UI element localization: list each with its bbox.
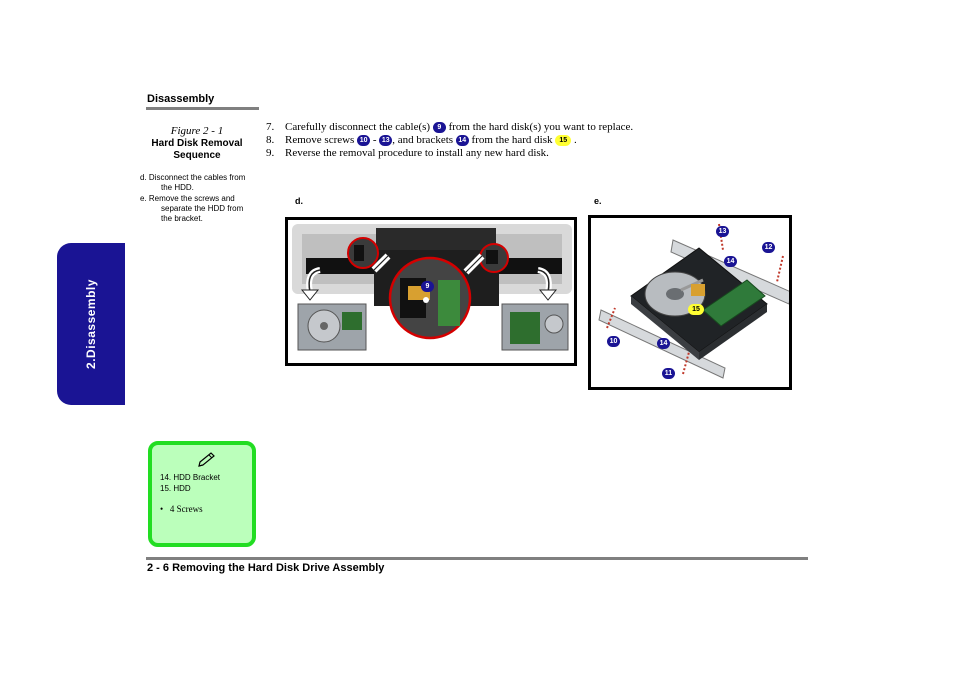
- header-rule: [146, 107, 259, 110]
- step-text: from the hard disk(s) you want to replac…: [445, 121, 634, 133]
- note-bullet-text: 4 Screws: [169, 504, 203, 514]
- photo-d-label: d.: [295, 196, 303, 206]
- figure-note-d: d. Disconnect the cables from the HDD.: [140, 173, 246, 193]
- callout-badge: 13: [379, 134, 393, 146]
- step-text: .: [571, 134, 577, 146]
- note-bullet: • 4 Screws: [160, 504, 203, 514]
- photo-e-callout-11: 11: [662, 368, 675, 379]
- photo-e-callout-13: 13: [716, 226, 729, 237]
- step-7: 7. Carefully disconnect the cable(s) 9 fr…: [266, 121, 633, 134]
- note-box: 14. HDD Bracket 15. HDD • 4 Screws: [148, 441, 256, 547]
- callout-badge-hdd: 15: [555, 134, 572, 146]
- step-text: from the hard disk: [468, 134, 556, 146]
- photo-e-label: e.: [594, 196, 602, 206]
- step-text: Reverse the removal procedure to install…: [285, 147, 549, 159]
- figure-caption: Figure 2 - 1 Hard Disk Removal Sequence: [147, 125, 247, 162]
- step-8: 8. Remove screws 10 - 13, and brackets 14…: [266, 134, 633, 147]
- pencil-icon: [198, 452, 215, 467]
- photo-e-callout-10: 10: [607, 336, 620, 347]
- photo-d-disconnect-cables: 9: [285, 217, 577, 366]
- step-text: Remove screws: [285, 134, 358, 146]
- note-legend-item: 15. HDD: [160, 484, 191, 493]
- note-legend: 14. HDD Bracket 15. HDD: [160, 472, 220, 494]
- photo-e-remove-screws: 13 12 14 15 10 14 11: [588, 215, 792, 390]
- callout-badge: 9: [432, 121, 446, 133]
- section-header: Disassembly: [147, 93, 215, 105]
- callout-badge: 14: [455, 134, 469, 146]
- chapter-side-tab-label: 2.Disassembly: [84, 279, 98, 369]
- footer-rule: [146, 557, 808, 560]
- photo-e-callout-14-bottom: 14: [657, 338, 670, 349]
- figure-note-e: e. Remove the screws and separate the HD…: [140, 193, 244, 224]
- step-text: -: [370, 134, 380, 146]
- page-footer: 2 - 6 Removing the Hard Disk Drive Assem…: [147, 562, 385, 574]
- figure-number: Figure 2 - 1: [170, 125, 224, 137]
- callout-badge: 10: [357, 134, 371, 146]
- photo-e-illustration: [591, 218, 789, 387]
- chapter-side-tab[interactable]: 2.Disassembly: [57, 243, 125, 405]
- step-number: 9.: [266, 147, 275, 159]
- step-9: 9. Reverse the removal procedure to insta…: [266, 147, 633, 160]
- step-number: 7.: [266, 121, 275, 133]
- step-text: Carefully disconnect the cable(s): [285, 121, 433, 133]
- procedure-steps: 7. Carefully disconnect the cable(s) 9 fr…: [266, 121, 633, 160]
- figure-notes: d. Disconnect the cables from the HDD. e…: [140, 173, 246, 224]
- photo-d-illustration: [288, 220, 574, 363]
- step-text: , and brackets: [392, 134, 456, 146]
- photo-e-callout-14-top: 14: [724, 256, 737, 267]
- bullet-icon: •: [160, 504, 164, 514]
- photo-d-callout-9: 9: [421, 281, 434, 292]
- photo-e-callout-12: 12: [762, 242, 775, 253]
- note-legend-item: 14. HDD Bracket: [160, 473, 221, 482]
- step-number: 8.: [266, 134, 275, 146]
- photo-e-callout-15: 15: [688, 304, 704, 315]
- figure-title: Hard Disk Removal Sequence: [151, 138, 243, 161]
